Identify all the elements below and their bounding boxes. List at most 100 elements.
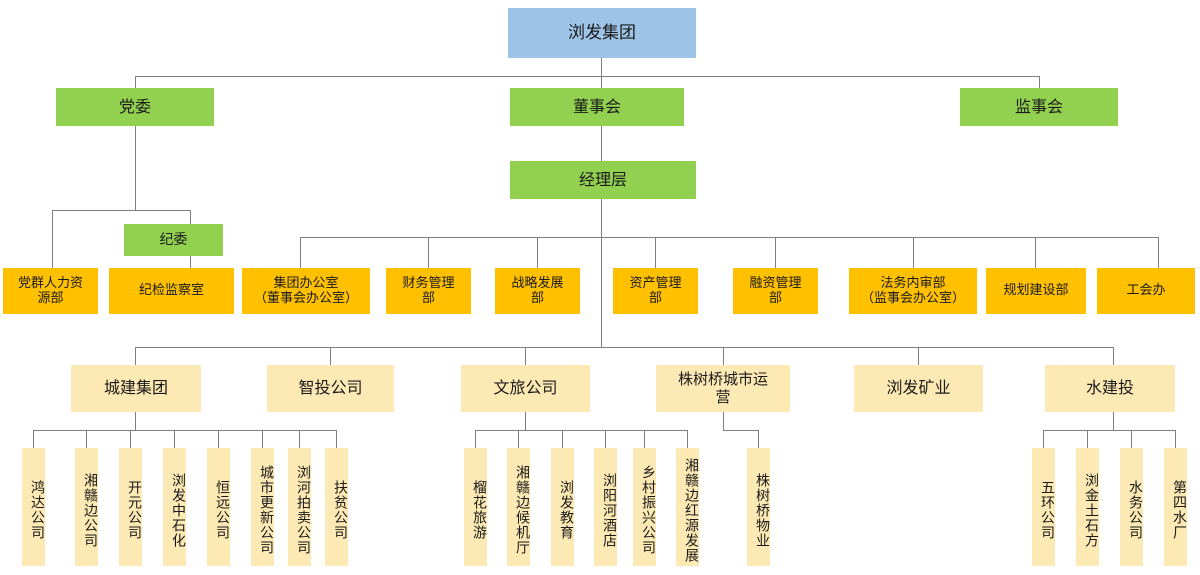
connector-wenlv-down xyxy=(525,412,526,430)
node-root[interactable]: 浏发集团 xyxy=(508,8,696,58)
connector-cj-5 xyxy=(218,430,219,448)
node-leaf-liufa-education-label: 浏发教育 xyxy=(558,480,574,540)
node-leaf-kaiyuan-company[interactable]: 开元公司 xyxy=(119,448,142,566)
node-sub-wenlv-company[interactable]: 文旅公司 xyxy=(461,365,590,412)
connector-sub-drop-3 xyxy=(525,347,526,365)
node-leaf-xiangganbian-hongyuan-development[interactable]: 湘赣边红源发展 xyxy=(676,448,699,566)
node-leaf-wuhuan-company-label: 五环公司 xyxy=(1039,480,1055,540)
node-board-of-supervisors[interactable]: 监事会 xyxy=(960,88,1118,126)
connector-department-bus xyxy=(300,237,1158,238)
node-leaf-hongda-company-label: 鸿达公司 xyxy=(29,480,45,540)
connector-governance-bus xyxy=(135,76,1039,77)
node-sub-liufa-mining[interactable]: 浏发矿业 xyxy=(854,365,983,412)
connector-dept-drop-6 xyxy=(913,237,914,268)
node-board-of-directors[interactable]: 董事会 xyxy=(510,88,684,126)
connector-sub-drop-2 xyxy=(330,347,331,365)
node-leaf-fourth-water-plant[interactable]: 第四水厂 xyxy=(1164,448,1187,566)
node-dept-discipline-inspection[interactable]: 纪检监察室 xyxy=(109,268,234,314)
connector-party-to-discipline xyxy=(190,210,191,224)
node-dept-strategy[interactable]: 战略发展 部 xyxy=(495,268,580,314)
connector-dept-drop-4 xyxy=(655,237,656,268)
node-sub-chengjian-group-label: 城建集团 xyxy=(103,378,168,398)
node-discipline-committee[interactable]: 纪委 xyxy=(124,224,223,256)
connector-wl-2 xyxy=(518,430,519,448)
connector-sjt-3 xyxy=(1131,430,1132,448)
node-leaf-water-affairs-company-label: 水务公司 xyxy=(1127,480,1143,540)
connector-zhushuqiao-down xyxy=(723,412,724,430)
connector-sjt-1 xyxy=(1043,430,1044,448)
connector-sub-drop-1 xyxy=(135,347,136,365)
node-sub-liufa-mining-label: 浏发矿业 xyxy=(886,378,951,398)
node-dept-group-office[interactable]: 集团办公室 （董事会办公室） xyxy=(242,268,370,314)
node-dept-planning-construction[interactable]: 规划建设部 xyxy=(986,268,1086,314)
connector-management-trunk xyxy=(601,237,602,347)
node-leaf-liuyanghe-hotel[interactable]: 浏阳河酒店 xyxy=(594,448,617,566)
node-dept-financing[interactable]: 融资管理 部 xyxy=(733,268,818,314)
node-dept-planning-construction-label: 规划建设部 xyxy=(1003,283,1069,299)
node-leaf-urban-renewal-company[interactable]: 城市更新公司 xyxy=(251,448,274,566)
node-dept-group-office-label: 集团办公室 （董事会办公室） xyxy=(253,275,358,306)
node-sub-zhushuqiao-urban-operation-label: 株树桥城市运 营 xyxy=(677,369,768,406)
node-discipline-committee-label: 纪委 xyxy=(159,231,188,248)
node-leaf-liujin-earthwork[interactable]: 浏金土石方 xyxy=(1076,448,1099,566)
node-sub-shuijiantou[interactable]: 水建投 xyxy=(1045,365,1175,412)
connector-cj-8 xyxy=(336,430,337,448)
connector-zsq-1 xyxy=(758,430,759,448)
connector-subsidiary-bus xyxy=(135,347,1113,348)
node-sub-chengjian-group[interactable]: 城建集团 xyxy=(71,365,201,412)
connector-discipline-down xyxy=(190,256,191,268)
node-dept-union-office[interactable]: 工会办 xyxy=(1097,268,1195,314)
connector-cj-1 xyxy=(33,430,34,448)
connector-wl-5 xyxy=(644,430,645,448)
node-dept-finance-label: 财务管理 部 xyxy=(402,275,455,306)
connector-cj-6 xyxy=(262,430,263,448)
node-sub-zhitou-company[interactable]: 智投公司 xyxy=(267,365,394,412)
node-leaf-liufa-education[interactable]: 浏发教育 xyxy=(551,448,574,566)
node-dept-legal-audit[interactable]: 法务内审部 （监事会办公室） xyxy=(849,268,977,314)
node-leaf-xiangganbian-company[interactable]: 湘赣边公司 xyxy=(75,448,98,566)
connector-to-supervisors xyxy=(1039,76,1040,97)
connector-cj-4 xyxy=(174,430,175,448)
connector-sjt-2 xyxy=(1087,430,1088,448)
connector-cj-7 xyxy=(299,430,300,448)
node-leaf-hengyuan-company[interactable]: 恒远公司 xyxy=(207,448,230,566)
connector-shuijiantou-down xyxy=(1113,412,1114,430)
node-leaf-hongda-company[interactable]: 鸿达公司 xyxy=(22,448,45,566)
node-leaf-liufa-sinopec[interactable]: 浏发中石化 xyxy=(163,448,186,566)
node-leaf-liuhe-auction-company-label: 浏河拍卖公司 xyxy=(295,465,311,555)
node-leaf-zhushuqiao-property-label: 株树桥物业 xyxy=(754,472,770,548)
node-leaf-urban-renewal-company-label: 城市更新公司 xyxy=(258,465,274,555)
node-dept-union-office-label: 工会办 xyxy=(1126,283,1166,299)
node-sub-shuijiantou-label: 水建投 xyxy=(1085,378,1134,398)
connector-sub-drop-5 xyxy=(918,347,919,365)
connector-dept-drop-5 xyxy=(775,237,776,268)
node-dept-hr[interactable]: 党群人力资 源部 xyxy=(3,268,98,314)
node-leaf-xiangganbian-terminal[interactable]: 湘赣边候机厅 xyxy=(507,448,530,566)
node-leaf-rural-revitalization-company[interactable]: 乡村振兴公司 xyxy=(633,448,656,566)
connector-wl-6 xyxy=(687,430,688,448)
node-leaf-liuyanghe-hotel-label: 浏阳河酒店 xyxy=(601,472,617,548)
node-leaf-water-affairs-company[interactable]: 水务公司 xyxy=(1120,448,1143,566)
connector-dept-drop-8 xyxy=(1158,237,1159,268)
node-dept-finance[interactable]: 财务管理 部 xyxy=(386,268,471,314)
node-leaf-liuhe-auction-company[interactable]: 浏河拍卖公司 xyxy=(288,448,311,566)
node-dept-asset-management-label: 资产管理 部 xyxy=(629,275,682,306)
node-dept-strategy-label: 战略发展 部 xyxy=(511,275,564,306)
connector-dept-drop-3 xyxy=(537,237,538,268)
node-leaf-liuhua-tourism-label: 榴花旅游 xyxy=(471,480,487,540)
connector-party-bus xyxy=(52,210,190,211)
connector-party-to-hr xyxy=(52,210,53,268)
connector-dept-drop-2 xyxy=(428,237,429,268)
node-dept-asset-management[interactable]: 资产管理 部 xyxy=(613,268,698,314)
node-party-committee[interactable]: 党委 xyxy=(56,88,214,126)
node-leaf-xiangganbian-hongyuan-development-label: 湘赣边红源发展 xyxy=(683,457,699,563)
node-leaf-wuhuan-company[interactable]: 五环公司 xyxy=(1032,448,1055,566)
node-management-layer[interactable]: 经理层 xyxy=(510,161,696,199)
node-leaf-fupin-company[interactable]: 扶贫公司 xyxy=(325,448,348,566)
node-dept-legal-audit-label: 法务内审部 （监事会办公室） xyxy=(860,275,965,306)
connector-party-down xyxy=(135,125,136,210)
connector-chengjian-bus xyxy=(33,430,336,431)
node-sub-zhushuqiao-urban-operation[interactable]: 株树桥城市运 营 xyxy=(656,365,790,412)
node-leaf-liuhua-tourism[interactable]: 榴花旅游 xyxy=(464,448,487,566)
node-leaf-zhushuqiao-property[interactable]: 株树桥物业 xyxy=(747,448,770,566)
